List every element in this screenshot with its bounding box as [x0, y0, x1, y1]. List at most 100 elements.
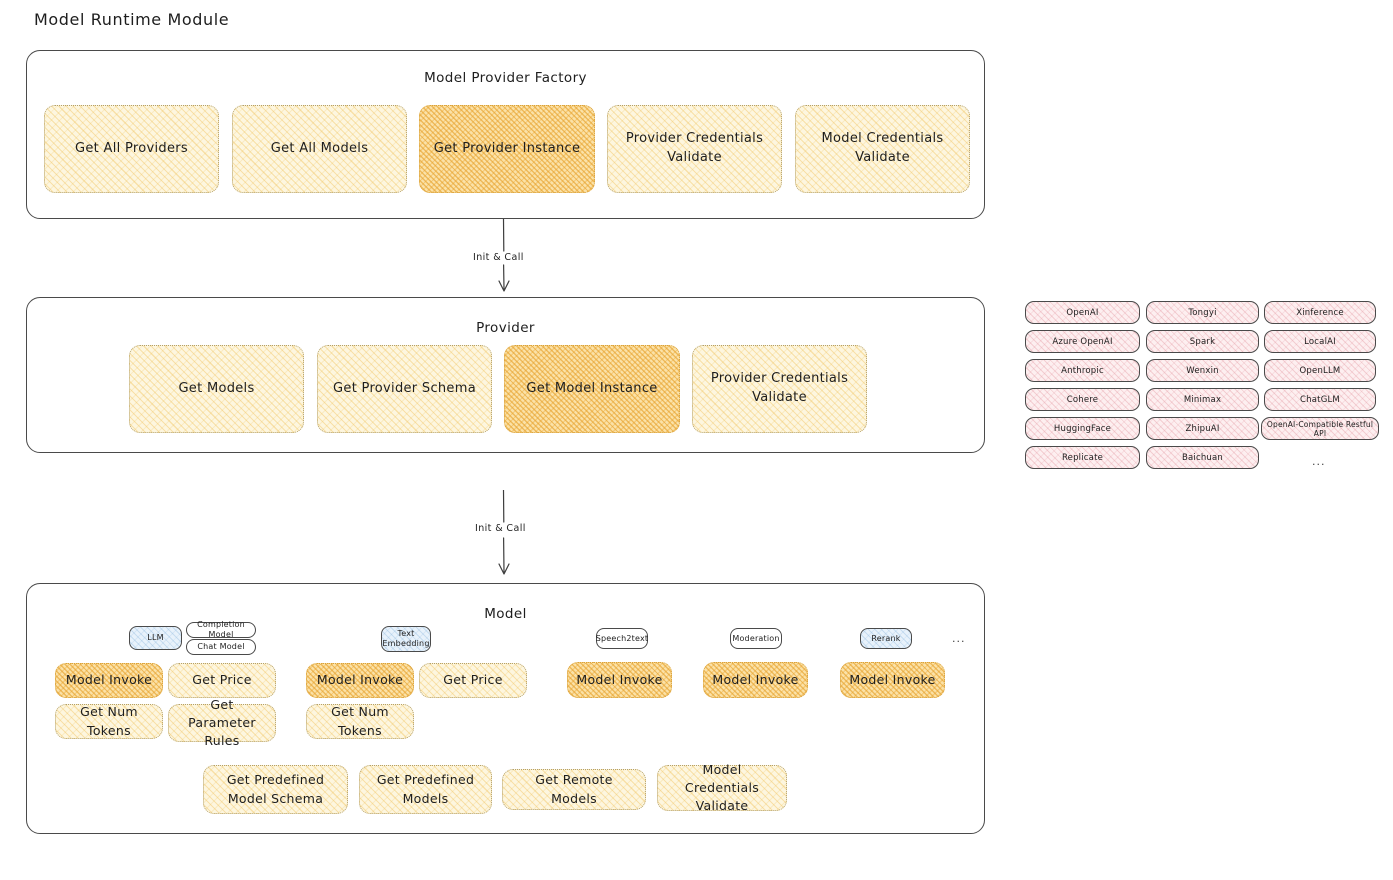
model-title: Model — [484, 606, 527, 622]
model-type-chip-llm[interactable]: LLM — [129, 626, 182, 650]
provider-chip-label: OpenLLM — [1299, 365, 1341, 376]
node-get-all-providers[interactable]: Get All Providers — [44, 105, 219, 193]
node-get-predefined-model-schema[interactable]: Get Predefined Model Schema — [203, 765, 348, 814]
model-subtype-label: Completion Model — [197, 620, 245, 639]
arrow-factory-to-provider — [498, 219, 510, 292]
node-model-credentials-validate-factory[interactable]: Model Credentials Validate — [795, 105, 970, 193]
node-llm-get-parameter-rules[interactable]: Get Parameter Rules — [168, 697, 276, 748]
node-label: Get Num Tokens — [80, 704, 138, 738]
provider-chip-label: Tongyi — [1188, 307, 1217, 318]
provider-chip-tongyi[interactable]: Tongyi — [1146, 301, 1259, 324]
page-title: Model Runtime Module — [34, 10, 230, 29]
node-moderation-model-invoke[interactable]: Model Invoke — [703, 662, 808, 698]
model-subtype-label: Chat Model — [197, 642, 245, 651]
node-get-all-models[interactable]: Get All Models — [232, 105, 407, 193]
node-llm-get-num-tokens[interactable]: Get Num Tokens — [55, 704, 163, 739]
provider-chip-label: Spark — [1189, 336, 1216, 347]
provider-chip-chatglm[interactable]: ChatGLM — [1264, 388, 1376, 411]
node-rerank-model-invoke[interactable]: Model Invoke — [840, 662, 945, 698]
model-type-label: Text Embedding — [382, 629, 430, 648]
provider-chip-label: Wenxin — [1186, 365, 1219, 376]
provider-chip-label: Baichuan — [1181, 452, 1224, 463]
provider-chip-label: Xinference — [1296, 307, 1344, 318]
node-text-embedding-get-num-tokens[interactable]: Get Num Tokens — [306, 704, 414, 739]
model-provider-factory-title: Model Provider Factory — [424, 70, 587, 86]
node-label: Model Invoke — [712, 671, 799, 687]
node-llm-model-invoke[interactable]: Model Invoke — [55, 663, 163, 698]
provider-chip-openai-compatible-restful-api[interactable]: OpenAI-Compatible Restful API — [1261, 417, 1379, 440]
node-label: Get Price — [443, 672, 503, 688]
provider-chip-baichuan[interactable]: Baichuan — [1146, 446, 1259, 469]
node-label: Get Provider Schema — [333, 380, 476, 396]
provider-chip-xinference[interactable]: Xinference — [1264, 301, 1376, 324]
node-label: Provider Credentials Validate — [625, 131, 764, 165]
provider-chip-spark[interactable]: Spark — [1146, 330, 1259, 353]
node-label: Model Invoke — [849, 671, 936, 687]
node-get-remote-models[interactable]: Get Remote Models — [502, 769, 646, 810]
node-text-embedding-model-invoke[interactable]: Model Invoke — [306, 663, 414, 698]
node-provider-credentials-validate[interactable]: Provider Credentials Validate — [692, 345, 867, 433]
node-label: Model Credentials Validate — [684, 761, 760, 814]
node-label: Get Provider Instance — [433, 140, 581, 156]
provider-chip-label: OpenAI — [1066, 307, 1099, 318]
node-label: Get Remote Models — [535, 772, 613, 806]
node-label: Get Parameter Rules — [188, 696, 256, 749]
node-label: Get Models — [178, 380, 255, 396]
node-get-model-instance[interactable]: Get Model Instance — [504, 345, 680, 433]
model-type-chip-text-embedding[interactable]: Text Embedding — [381, 626, 431, 652]
node-get-provider-schema[interactable]: Get Provider Schema — [317, 345, 492, 433]
provider-title: Provider — [476, 320, 535, 336]
provider-chip-label: Anthropic — [1061, 365, 1104, 376]
node-llm-get-price[interactable]: Get Price — [168, 663, 276, 698]
provider-chip-anthropic[interactable]: Anthropic — [1025, 359, 1140, 382]
node-speech2text-model-invoke[interactable]: Model Invoke — [567, 662, 672, 698]
provider-chip-cohere[interactable]: Cohere — [1025, 388, 1140, 411]
model-types-more-icon: ... — [952, 632, 966, 645]
node-get-models[interactable]: Get Models — [129, 345, 304, 433]
model-type-label: Moderation — [732, 633, 780, 643]
node-get-predefined-models[interactable]: Get Predefined Models — [359, 765, 492, 814]
node-label: Get Predefined Models — [376, 772, 475, 806]
provider-chip-huggingface[interactable]: HuggingFace — [1025, 417, 1140, 440]
node-label: Get Price — [192, 672, 252, 688]
model-type-label: Rerank — [871, 633, 901, 643]
arrow-provider-to-model — [498, 490, 510, 575]
node-get-provider-instance[interactable]: Get Provider Instance — [419, 105, 595, 193]
provider-chip-label: Cohere — [1066, 394, 1099, 405]
model-subtype-chip-chat-model[interactable]: Chat Model — [186, 639, 256, 655]
provider-chip-label: ChatGLM — [1300, 394, 1340, 405]
provider-chip-replicate[interactable]: Replicate — [1025, 446, 1140, 469]
node-label: Provider Credentials Validate — [710, 371, 849, 405]
node-label: Get All Models — [270, 140, 369, 156]
node-model-credentials-validate-model[interactable]: Model Credentials Validate — [657, 762, 787, 813]
node-label: Model Invoke — [316, 672, 404, 688]
node-label: Get Num Tokens — [331, 704, 389, 738]
arrow-label-init-and-call-2: Init & Call — [472, 523, 529, 534]
provider-chip-wenxin[interactable]: Wenxin — [1146, 359, 1259, 382]
node-label: Get Model Instance — [526, 380, 658, 396]
provider-list-more-icon: ... — [1312, 455, 1326, 468]
node-provider-credentials-validate-factory[interactable]: Provider Credentials Validate — [607, 105, 782, 193]
provider-chip-openllm[interactable]: OpenLLM — [1264, 359, 1376, 382]
node-label: Get Predefined Model Schema — [226, 772, 325, 806]
node-label: Model Invoke — [65, 672, 153, 688]
node-label: Get All Providers — [75, 140, 188, 156]
arrow-label-init-and-call-1: Init & Call — [470, 252, 527, 263]
model-type-chip-rerank[interactable]: Rerank — [860, 628, 912, 649]
provider-chip-azure-openai[interactable]: Azure OpenAI — [1025, 330, 1140, 353]
model-type-chip-speech2text[interactable]: Speech2text — [596, 628, 648, 649]
model-subtype-chip-completion-model[interactable]: Completion Model — [186, 620, 256, 639]
provider-chip-label: LocalAI — [1304, 336, 1336, 347]
node-text-embedding-get-price[interactable]: Get Price — [419, 663, 527, 698]
provider-chip-localai[interactable]: LocalAI — [1264, 330, 1376, 353]
provider-chip-label: Azure OpenAI — [1052, 336, 1113, 347]
model-type-chip-moderation[interactable]: Moderation — [730, 628, 782, 649]
provider-chip-openai[interactable]: OpenAI — [1025, 301, 1140, 324]
provider-chip-zhipuai[interactable]: ZhipuAI — [1146, 417, 1259, 440]
model-type-label: Speech2text — [595, 633, 649, 643]
provider-chip-minimax[interactable]: Minimax — [1146, 388, 1259, 411]
provider-chip-label: Replicate — [1061, 452, 1104, 463]
model-type-label: LLM — [147, 633, 164, 642]
provider-chip-label: ZhipuAI — [1185, 423, 1220, 434]
